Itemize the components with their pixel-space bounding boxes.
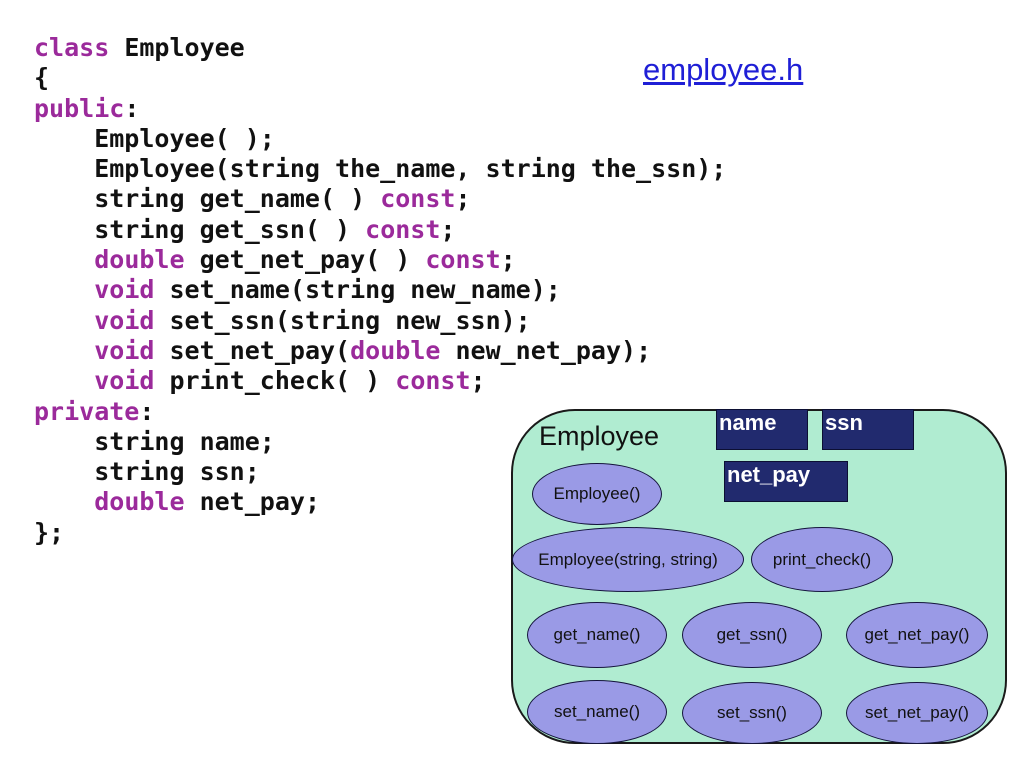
code-line: Employee( ); (34, 124, 726, 154)
code-keyword: double (94, 487, 185, 517)
method-get-ssn: get_ssn() (682, 602, 822, 668)
code-line: class Employee (34, 33, 726, 63)
code-keyword: const (380, 184, 456, 214)
code-text: ; (500, 245, 516, 275)
code-text: : (124, 93, 140, 123)
method-set-name: set_name() (527, 680, 667, 744)
method-employee-ctor: Employee(string, string) (512, 527, 744, 592)
code-line: void set_ssn(string new_ssn); (34, 306, 726, 336)
code-text (34, 487, 94, 516)
code-keyword: void (94, 366, 155, 396)
code-line: void print_check( ) const; (34, 366, 726, 396)
code-text (34, 366, 94, 395)
method-employee-default: Employee() (532, 463, 662, 525)
method-set-ssn: set_ssn() (682, 682, 822, 744)
code-line: string get_name( ) const; (34, 184, 726, 214)
code-text: net_pay; (184, 487, 320, 517)
code-line: void set_net_pay(double new_net_pay); (34, 336, 726, 366)
code-line: double net_pay; (34, 487, 726, 517)
code-text (34, 245, 94, 274)
code-text (34, 306, 94, 335)
code-text: set_name(string new_name); (154, 275, 561, 305)
code-keyword: const (365, 214, 441, 244)
code-text: string name; (34, 426, 275, 456)
code-listing: class Employee{public: Employee( ); Empl… (34, 33, 726, 548)
code-line: string ssn; (34, 457, 726, 487)
code-text: ; (455, 184, 471, 214)
code-line: private: (34, 397, 726, 427)
code-text: }; (34, 517, 65, 547)
code-text: set_net_pay( (154, 335, 351, 365)
code-line: double get_net_pay( ) const; (34, 245, 726, 275)
code-line: void set_name(string new_name); (34, 275, 726, 305)
method-get-name: get_name() (527, 602, 667, 668)
code-text: string ssn; (34, 457, 260, 487)
code-line: public: (34, 94, 726, 124)
code-text: Employee (109, 33, 245, 62)
code-text: ; (470, 366, 486, 396)
code-text: new_net_pay); (440, 335, 652, 365)
code-line: string name; (34, 427, 726, 457)
code-keyword: class (34, 33, 110, 62)
code-text (34, 336, 94, 365)
code-keyword: void (94, 275, 155, 305)
code-text: set_ssn(string new_ssn); (154, 305, 531, 335)
code-keyword: void (94, 335, 155, 365)
class-name-label: Employee (539, 421, 660, 451)
code-text (34, 275, 94, 304)
code-text: { (34, 63, 50, 93)
code-text: string get_ssn( ) (34, 214, 366, 244)
code-line: }; (34, 518, 726, 548)
code-text: print_check( ) (154, 366, 396, 396)
code-text: Employee(string the_name, string the_ssn… (34, 154, 727, 184)
code-line: Employee(string the_name, string the_ssn… (34, 154, 726, 184)
code-text: Employee( ); (34, 123, 275, 153)
method-print-check: print_check() (751, 527, 893, 592)
code-text: ; (440, 214, 456, 244)
code-text: : (139, 396, 155, 426)
code-keyword: double (350, 335, 441, 365)
method-set-net-pay: set_net_pay() (846, 682, 988, 744)
member-var-net-pay: net_pay (724, 461, 848, 502)
filename-link[interactable]: employee.h (643, 52, 804, 87)
code-line: { (34, 63, 726, 93)
member-var-name: name (716, 409, 808, 450)
code-keyword: public (34, 93, 125, 123)
member-var-ssn: ssn (822, 409, 914, 450)
code-text: get_net_pay( ) (184, 245, 426, 275)
code-keyword: private (34, 396, 140, 426)
code-text: string get_name( ) (34, 184, 381, 214)
method-get-net-pay: get_net_pay() (846, 602, 988, 668)
code-keyword: double (94, 245, 185, 275)
code-line: string get_ssn( ) const; (34, 215, 726, 245)
code-keyword: const (425, 245, 501, 275)
code-keyword: const (395, 366, 471, 396)
code-keyword: void (94, 305, 155, 335)
